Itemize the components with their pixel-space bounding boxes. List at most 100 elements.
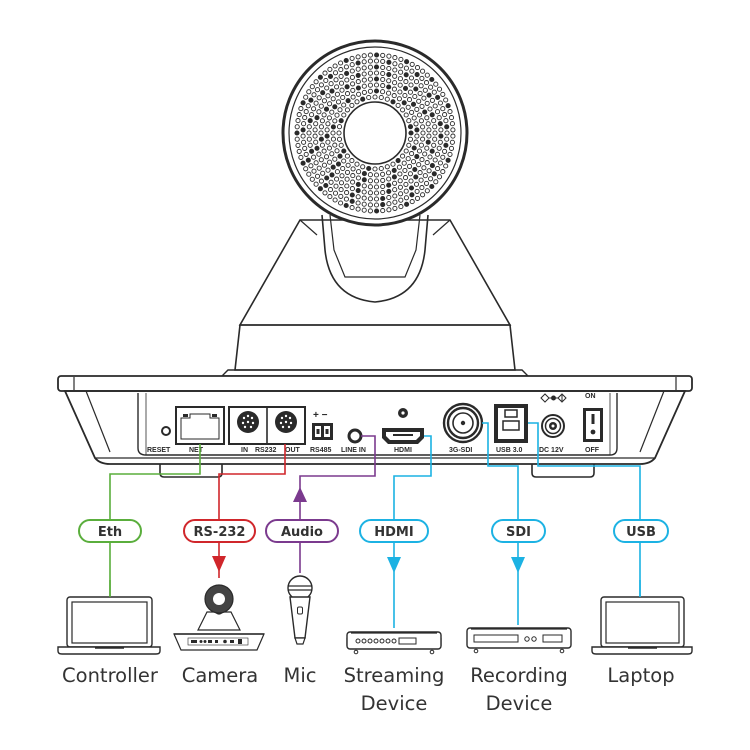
- led-dot: [380, 202, 386, 208]
- led-dot: [407, 124, 414, 130]
- led-dot: [306, 130, 312, 136]
- led-dot: [425, 139, 431, 145]
- led-dot: [391, 174, 397, 180]
- led-dot: [327, 101, 333, 107]
- led-dot: [344, 169, 351, 175]
- led-dot: [418, 142, 424, 148]
- port-label-hdmi: HDMI: [394, 447, 412, 454]
- led-dot: [391, 86, 397, 92]
- led-dot: [338, 60, 344, 66]
- led-dot: [405, 104, 411, 110]
- laptop-icon: [591, 596, 693, 655]
- svg-text:Eth: Eth: [98, 525, 122, 540]
- led-dot: [355, 66, 361, 72]
- rs485-terminal[interactable]: [312, 423, 333, 440]
- led-dot: [327, 73, 334, 79]
- led-dot: [372, 166, 378, 172]
- led-dot: [295, 118, 301, 124]
- led-dot: [316, 109, 322, 115]
- camera-base-block: [234, 324, 516, 371]
- led-dot: [429, 183, 435, 190]
- led-dot: [410, 101, 417, 107]
- rs232-ports[interactable]: [228, 406, 306, 445]
- reset-button[interactable]: [161, 426, 171, 436]
- led-dot: [443, 97, 449, 103]
- led-dot: [350, 94, 356, 100]
- led-dot: [367, 172, 373, 178]
- led-dot: [294, 130, 300, 136]
- led-dot: [367, 178, 373, 184]
- led-dot: [349, 192, 355, 198]
- led-dot: [386, 72, 392, 78]
- led-dot: [349, 158, 355, 164]
- led-dot: [447, 151, 453, 157]
- led-dot: [300, 133, 306, 139]
- led-dot: [374, 52, 380, 58]
- led-dot: [329, 151, 335, 157]
- led-dot: [345, 162, 351, 168]
- led-dot: [440, 106, 446, 112]
- led-dot: [414, 133, 420, 139]
- camera-yoke-housing: [238, 219, 512, 326]
- dc-power-jack[interactable]: [541, 414, 565, 438]
- led-dot: [414, 188, 420, 194]
- led-dot: [424, 72, 430, 78]
- led-dot: [386, 170, 392, 176]
- led-dot: [330, 164, 336, 170]
- led-dot: [333, 183, 339, 189]
- led-dot: [380, 64, 386, 71]
- led-dot: [361, 195, 367, 201]
- led-dot: [360, 96, 366, 102]
- led-dot: [440, 91, 446, 97]
- sdi-bnc-port[interactable]: [442, 402, 484, 444]
- led-dot: [313, 160, 319, 166]
- led-dot: [432, 130, 438, 136]
- power-switch[interactable]: [583, 408, 603, 442]
- led-dot: [296, 112, 302, 118]
- led-dot: [341, 102, 347, 108]
- led-dot: [403, 148, 409, 154]
- led-dot: [402, 167, 408, 174]
- led-dot: [349, 62, 355, 68]
- led-dot: [374, 208, 380, 214]
- line-in-jack[interactable]: [347, 428, 363, 444]
- led-dot: [321, 112, 327, 118]
- led-dot: [435, 94, 441, 100]
- led-dot: [426, 168, 432, 174]
- led-dot: [424, 160, 430, 166]
- led-dot: [332, 118, 338, 124]
- led-dot: [355, 181, 361, 187]
- led-dot: [398, 56, 404, 62]
- led-dot: [313, 79, 319, 85]
- usb-port[interactable]: [494, 404, 528, 443]
- led-dot: [349, 55, 355, 61]
- led-dot: [296, 148, 302, 154]
- led-dot: [306, 89, 312, 95]
- cable-label-usb: USB: [613, 519, 669, 543]
- led-dot: [413, 174, 419, 180]
- led-dot: [398, 204, 404, 210]
- led-dot: [329, 88, 335, 94]
- led-dot: [380, 195, 386, 202]
- led-dot: [417, 90, 423, 96]
- led-dot: [426, 127, 432, 133]
- led-dot: [424, 100, 430, 106]
- led-dot: [311, 154, 317, 160]
- led-dot: [421, 95, 427, 101]
- led-dot: [356, 91, 362, 97]
- led-dot: [343, 202, 349, 209]
- led-dot: [395, 158, 401, 164]
- led-dot: [420, 130, 426, 136]
- led-dot: [344, 84, 350, 90]
- net-port[interactable]: [175, 406, 225, 445]
- led-dot: [432, 136, 438, 142]
- led-dot: [313, 139, 319, 145]
- led-dot: [313, 181, 319, 187]
- led-dot: [337, 107, 343, 113]
- led-dot: [414, 72, 420, 78]
- cable-audio: [299, 435, 376, 573]
- led-dot: [316, 165, 322, 171]
- led-dot: [440, 169, 446, 175]
- hdmi-port[interactable]: [382, 428, 424, 444]
- led-dot: [324, 127, 330, 133]
